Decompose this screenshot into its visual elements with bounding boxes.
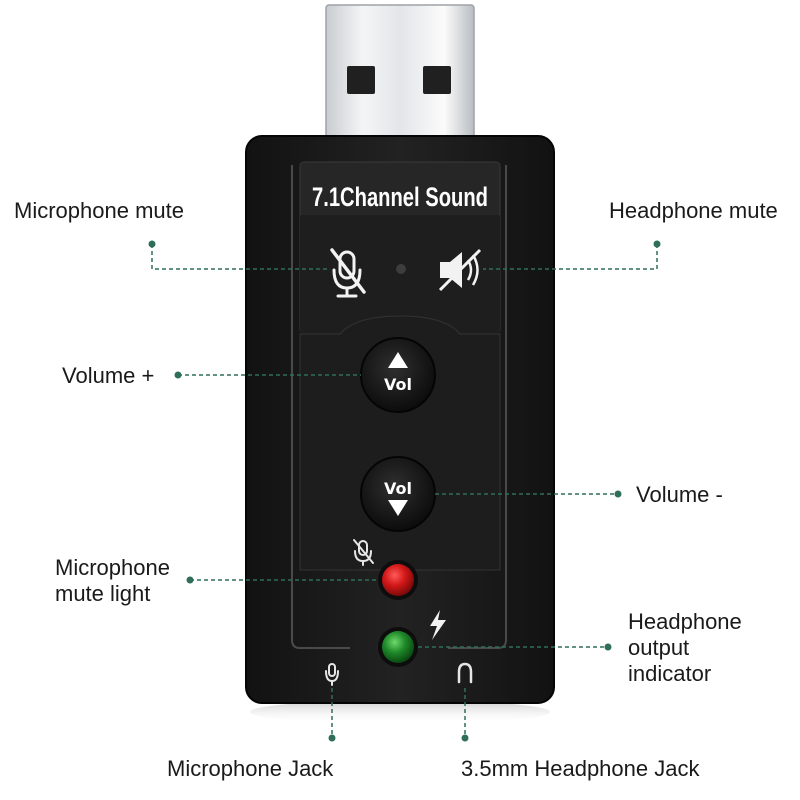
triangle-up-icon (388, 352, 408, 368)
label-headphone-output-indicator: Headphone output indicator (628, 609, 742, 686)
vol-up-text: Vol (384, 375, 412, 394)
headphone-jack-icon (457, 662, 473, 684)
label-microphone-mute: Microphone mute (14, 198, 184, 223)
triangle-down-icon (388, 500, 408, 516)
leader-microphone-mute (151, 244, 330, 270)
volume-up-button[interactable]: Vol (360, 337, 436, 413)
label-headphone-mute: Headphone mute (609, 198, 778, 223)
leader-dots (148, 240, 661, 742)
microphone-mute-icon (330, 248, 366, 298)
usb-plug (325, 4, 475, 156)
leader-lines (151, 244, 658, 738)
status-dot (396, 264, 406, 274)
floor-shadow (250, 700, 550, 724)
lightning-icon (430, 610, 446, 640)
device-body (245, 135, 555, 704)
mic-jack-icon (325, 663, 339, 686)
microphone-mute-led (378, 560, 418, 600)
speaker-mute-icon (438, 248, 482, 292)
headphone-output-led (378, 627, 418, 667)
volume-down-button[interactable]: Vol (360, 456, 436, 532)
vol-down-text: Vol (384, 479, 412, 498)
label-volume-down: Volume - (636, 482, 723, 507)
label-microphone-jack: Microphone Jack (167, 756, 334, 781)
label-microphone-mute-light: Microphone mute light (55, 555, 170, 606)
device-title: 7.1Channel Sound (312, 182, 488, 212)
small-mic-icon (353, 539, 374, 566)
label-volume-up: Volume + (62, 363, 155, 388)
label-headphone-jack: 3.5mm Headphone Jack (461, 756, 700, 781)
leader-headphone-mute (483, 244, 658, 270)
